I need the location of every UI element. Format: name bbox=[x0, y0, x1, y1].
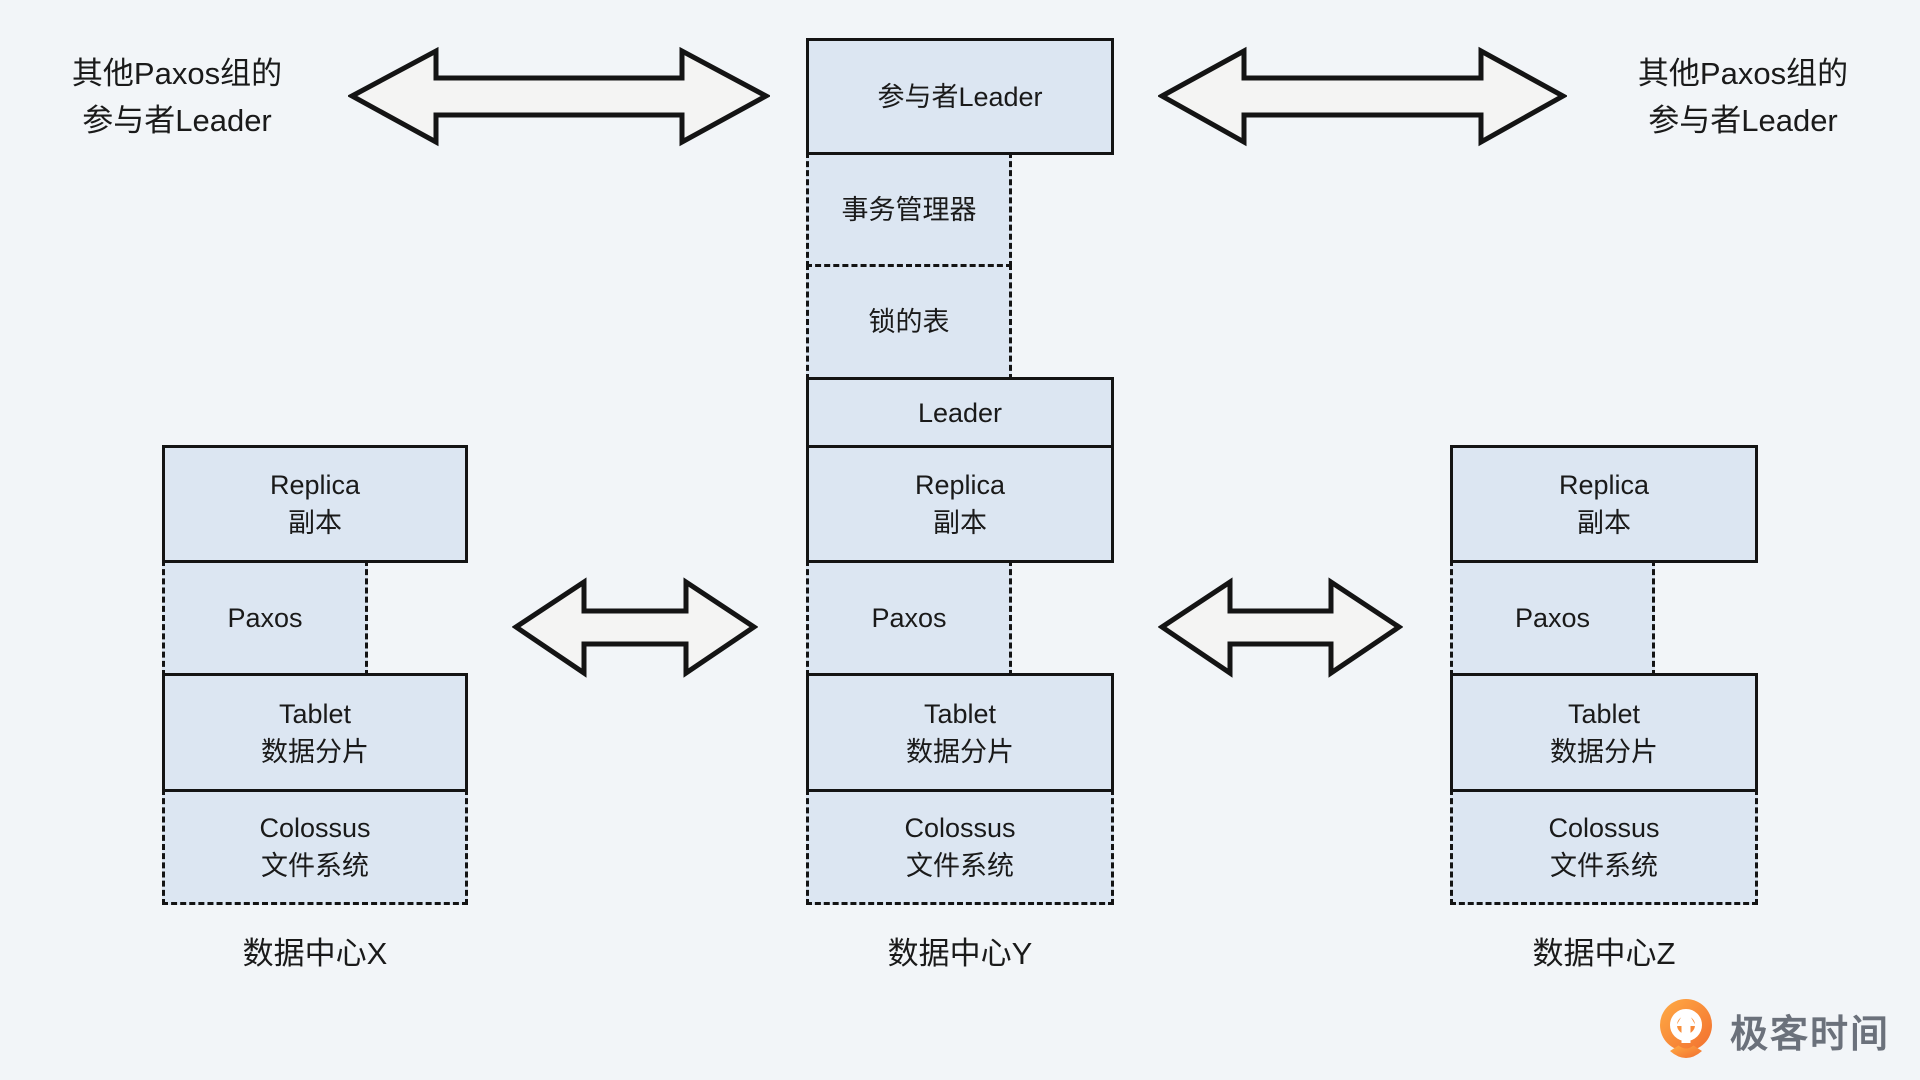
other-paxos-group-label-left-line1: 其他Paxos组的 bbox=[71, 56, 283, 91]
double-arrow-top-right bbox=[1158, 45, 1567, 148]
box-colossus-x-zh: 文件系统 bbox=[261, 851, 369, 881]
box-tablet-x: Tablet 数据分片 bbox=[162, 673, 468, 792]
box-tablet-y-en: Tablet bbox=[923, 698, 997, 729]
box-paxos-x-label: Paxos bbox=[227, 603, 303, 633]
box-replica-y-zh: 副本 bbox=[933, 508, 987, 538]
box-tablet-z: Tablet 数据分片 bbox=[1450, 673, 1758, 792]
box-replica-y: Replica 副本 bbox=[806, 445, 1114, 563]
other-paxos-group-label-right: 其他Paxos组的 参与者Leader bbox=[1638, 50, 1848, 144]
box-replica-x-en: Replica bbox=[269, 470, 361, 500]
box-paxos-y: Paxos bbox=[806, 560, 1012, 676]
box-colossus-z-en: Colossus bbox=[1548, 813, 1660, 843]
box-replica-y-en: Replica bbox=[914, 470, 1006, 500]
geektime-logo-text: 极客时间 bbox=[1730, 1013, 1891, 1056]
box-paxos-z: Paxos bbox=[1450, 560, 1655, 676]
box-lock-table-label: 锁的表 bbox=[868, 307, 950, 337]
box-paxos-z-label: Paxos bbox=[1514, 603, 1591, 633]
double-arrow-icon bbox=[348, 46, 770, 147]
box-colossus-y-zh: 文件系统 bbox=[906, 851, 1014, 881]
box-replica-z: Replica 副本 bbox=[1450, 445, 1758, 563]
box-colossus-x-en: Colossus bbox=[259, 813, 371, 843]
box-participant-leader: 参与者Leader bbox=[806, 38, 1114, 155]
box-tablet-y-zh: 数据分片 bbox=[906, 736, 1014, 767]
box-participant-leader-label: 参与者Leader bbox=[877, 81, 1043, 112]
geektime-logo-icon bbox=[1660, 999, 1712, 1058]
other-paxos-group-label-left: 其他Paxos组的 参与者Leader bbox=[72, 50, 282, 144]
box-tablet-y: Tablet 数据分片 bbox=[806, 673, 1114, 792]
box-paxos-x: Paxos bbox=[162, 560, 368, 676]
box-colossus-y: Colossus 文件系统 bbox=[806, 789, 1114, 905]
box-replica-x: Replica 副本 bbox=[162, 445, 468, 563]
double-arrow-mid-right bbox=[1158, 575, 1403, 680]
box-lock-table: 锁的表 bbox=[806, 264, 1012, 380]
box-replica-z-zh: 副本 bbox=[1577, 508, 1631, 538]
double-arrow-icon bbox=[1158, 577, 1403, 678]
box-replica-z-en: Replica bbox=[1558, 470, 1650, 500]
other-paxos-group-label-right-line2: 参与者Leader bbox=[1648, 103, 1838, 138]
box-tablet-z-zh: 数据分片 bbox=[1550, 736, 1658, 767]
box-tablet-z-en: Tablet bbox=[1567, 698, 1641, 729]
double-arrow-top-left bbox=[348, 45, 770, 148]
box-tablet-x-zh: 数据分片 bbox=[261, 736, 369, 767]
box-colossus-z-zh: 文件系统 bbox=[1550, 851, 1658, 881]
box-leader-label: Leader bbox=[917, 397, 1003, 428]
caption-datacenter-y: 数据中心Y bbox=[887, 936, 1033, 971]
geektime-watermark: 极客时间 bbox=[1656, 998, 1890, 1062]
other-paxos-group-label-right-line1: 其他Paxos组的 bbox=[1637, 56, 1849, 91]
double-arrow-icon bbox=[512, 577, 758, 678]
box-colossus-z: Colossus 文件系统 bbox=[1450, 789, 1758, 905]
other-paxos-group-label-left-line2: 参与者Leader bbox=[82, 103, 272, 138]
box-colossus-y-en: Colossus bbox=[904, 813, 1016, 843]
box-transaction-manager-label: 事务管理器 bbox=[841, 194, 977, 225]
box-transaction-manager: 事务管理器 bbox=[806, 152, 1012, 267]
double-arrow-icon bbox=[1158, 46, 1567, 147]
caption-datacenter-z: 数据中心Z bbox=[1532, 936, 1676, 971]
box-colossus-x: Colossus 文件系统 bbox=[162, 789, 468, 905]
box-paxos-y-label: Paxos bbox=[871, 603, 947, 633]
caption-datacenter-x: 数据中心X bbox=[242, 936, 388, 971]
box-leader: Leader bbox=[806, 377, 1114, 448]
double-arrow-mid-left bbox=[512, 575, 758, 680]
box-replica-x-zh: 副本 bbox=[288, 508, 342, 538]
box-tablet-x-en: Tablet bbox=[278, 698, 352, 729]
